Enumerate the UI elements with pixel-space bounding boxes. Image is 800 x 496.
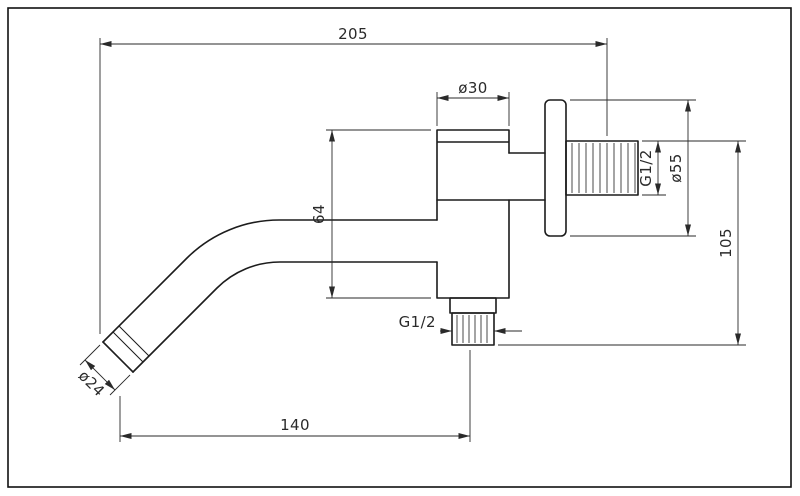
spout-inner-edge	[132, 261, 438, 373]
dimension-inlet-thread: G1/2	[399, 313, 522, 334]
inlet-thread-label: G1/2	[399, 313, 436, 331]
faucet-body	[436, 129, 546, 299]
extension-lines	[570, 99, 696, 237]
body-height-label: 64	[310, 204, 328, 224]
dimension-wall-height: 105	[498, 140, 746, 346]
dimension-wall-thread: G1/2	[637, 141, 666, 196]
overall-length-label: 205	[338, 25, 368, 43]
spout-outlet-face	[102, 341, 134, 373]
extension-lines	[498, 140, 746, 346]
extension-lines	[326, 129, 431, 299]
spout-outlet-rim-lines	[112, 325, 150, 363]
dimension-overall-length: 205	[99, 25, 608, 334]
wall-thread	[565, 140, 639, 196]
spout-outer-edge	[102, 219, 438, 343]
drawing-border	[7, 7, 792, 488]
dimension-spout-reach: 140	[119, 350, 471, 442]
inlet-thread-hatch-lines	[456, 315, 488, 343]
wall-thread-label: G1/2	[637, 149, 655, 186]
flange-diameter-label: ø55	[667, 153, 685, 182]
faucet-spout	[102, 219, 438, 373]
dimension-body-height: 64	[310, 129, 431, 299]
extension-lines	[79, 344, 131, 396]
dimension-body-diameter: ø30	[436, 79, 510, 126]
wall-height-label: 105	[717, 228, 735, 258]
thread-hatch-lines	[571, 143, 636, 193]
extension-lines	[99, 38, 608, 334]
dimension-flange-diameter: ø55	[570, 99, 696, 237]
body-outline	[436, 129, 510, 299]
thread-outline	[565, 140, 639, 196]
wall-connector-outline	[436, 152, 546, 201]
dimension-line	[84, 359, 116, 391]
spout-reach-label: 140	[280, 416, 310, 434]
body-diameter-label: ø30	[458, 79, 487, 97]
